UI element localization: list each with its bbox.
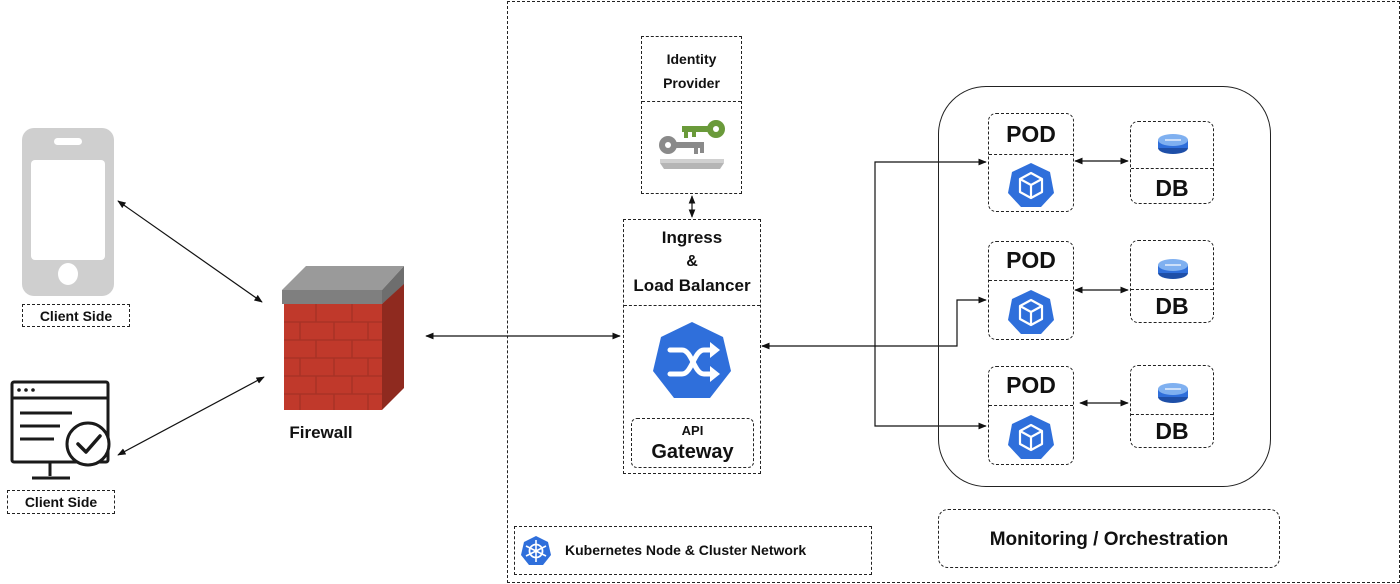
keys-icon [659,120,725,169]
db-label-2: DB [1155,293,1189,319]
identity-provider-line1: Identity [666,51,717,67]
ingress-line3: Load Balancer [633,276,751,295]
db-divider-1 [1131,168,1213,169]
identity-provider-box: Identity Provider [641,36,742,194]
webapp-firewall-connector [117,376,265,456]
cluster-legend-box: Kubernetes Node & Cluster Network [514,526,872,575]
trunk-to-pod2 [875,296,987,347]
phone-firewall-connector [117,200,263,303]
ingress-load-balancer-box: Ingress & Load Balancer API Gateway [623,219,761,474]
pod-label-2: POD [1006,247,1056,273]
pod-divider-2 [989,280,1073,281]
mobile-phone-icon [22,128,114,296]
api-gateway-box: API Gateway [631,418,754,468]
client-side-label-2: Client Side [7,490,115,514]
db-divider-2 [1131,289,1213,290]
db-divider-3 [1131,414,1213,415]
ingress-shuffle-icon [653,322,731,398]
pod-divider-1 [989,154,1073,155]
pod-cube-icon [1008,290,1054,334]
monitoring-box: Monitoring / Orchestration [938,509,1280,568]
db-label-3: DB [1155,418,1189,444]
pods-container [938,86,1271,487]
api-gateway-line1: API [681,423,704,438]
client-side-label-1: Client Side [22,304,130,327]
pod-box-2: POD [988,241,1074,340]
firewall-label: Firewall [289,423,353,442]
identity-divider [642,101,741,102]
ingress-line1: Ingress [661,228,723,247]
ingress-divider [624,305,760,306]
trunk-to-pod1 [874,158,987,346]
firewall-brick-wall-icon [282,266,404,410]
pod-cube-icon [1008,415,1054,459]
db-box-1: DB [1130,121,1214,204]
database-icon [1158,134,1188,154]
pod-label-3: POD [1006,372,1056,398]
db-box-2: DB [1130,240,1214,323]
api-gateway-line2: Gateway [651,441,734,463]
pod-box-3: POD [988,366,1074,465]
web-app-monitor-icon [10,380,111,480]
db-box-3: DB [1130,365,1214,448]
identity-provider-line2: Provider [663,75,720,91]
monitoring-label: Monitoring / Orchestration [989,529,1229,550]
database-icon [1158,259,1188,279]
pod-label-1: POD [1006,121,1056,147]
database-icon [1158,383,1188,403]
pod-cube-icon [1008,163,1054,207]
kubernetes-helm-icon [521,536,551,565]
cluster-legend-label: Kubernetes Node & Cluster Network [565,542,807,558]
db-label-1: DB [1155,175,1189,201]
ingress-line2: & [686,253,698,270]
pod-box-1: POD [988,113,1074,212]
trunk-to-pod3 [874,346,987,430]
pod-divider-3 [989,405,1073,406]
